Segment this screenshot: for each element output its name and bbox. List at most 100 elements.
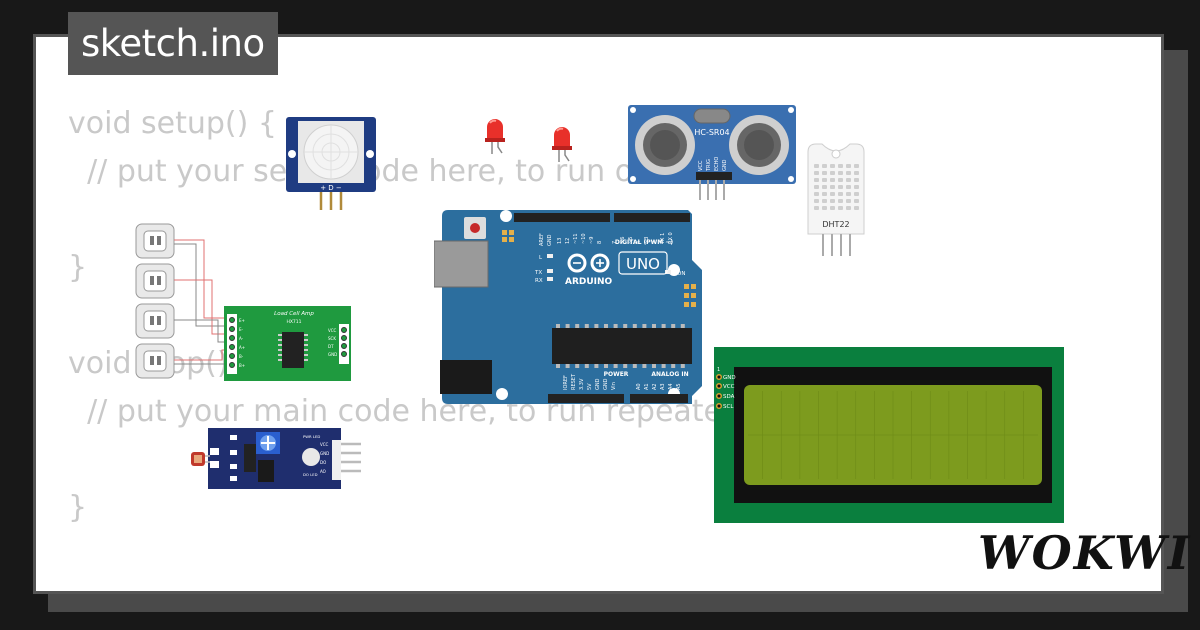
- photoresistor: [191, 452, 210, 466]
- hx711-pin: SCK: [328, 336, 336, 341]
- digital-pin-label: ~11: [573, 233, 579, 244]
- chip-leg: [652, 364, 656, 368]
- power-led-dot: [302, 448, 320, 466]
- dht-vent: [814, 178, 819, 182]
- code-line: }: [68, 490, 88, 525]
- hx711-pin: GND: [328, 352, 337, 357]
- chip-leg: [565, 364, 570, 368]
- led-red-2[interactable]: [551, 125, 573, 163]
- dht-vent: [846, 164, 851, 168]
- dht-vent: [854, 199, 859, 203]
- load-cell: [135, 263, 175, 299]
- load-cells[interactable]: [134, 222, 234, 382]
- wokwi-logo[interactable]: WOKWI: [978, 526, 1191, 580]
- ultrasonic-sensor[interactable]: HC-SR04 VCC TRIG ECHO GND: [628, 105, 798, 201]
- ldr-pin: AO: [320, 469, 326, 474]
- aref-label: AREF: [539, 233, 545, 246]
- dht-vent: [838, 171, 843, 175]
- chip-leg: [575, 324, 580, 328]
- code-line: }: [68, 250, 88, 285]
- dht-vent: [838, 206, 843, 210]
- pir-sensor[interactable]: + D −: [286, 117, 378, 212]
- arduino-logo: [567, 253, 610, 273]
- dht-label: DHT22: [822, 220, 849, 229]
- analog-pin-label: A5: [676, 383, 682, 390]
- dht22-sensor[interactable]: DHT22: [806, 142, 866, 258]
- digital-pin-label: 8: [597, 241, 603, 244]
- hx711-title: Load Cell Amp: [274, 311, 314, 317]
- chip-leg: [594, 364, 599, 368]
- lcd-pin: SDA: [723, 394, 735, 400]
- chip-leg: [680, 324, 685, 328]
- hx711-pin: B-: [239, 354, 244, 359]
- dht-vent: [822, 171, 827, 175]
- digital-header-1: [514, 213, 610, 222]
- lcd-1602[interactable]: 1 GND VCC SDA SCL: [714, 347, 1065, 524]
- dht-vent: [846, 206, 851, 210]
- pin-trig: TRIG: [706, 159, 712, 172]
- code-line: [68, 436, 775, 484]
- lcd-pin: GND: [723, 375, 736, 381]
- hx711-pin: E-: [239, 327, 244, 332]
- dht-vent: [854, 178, 859, 182]
- dht-vent: [814, 206, 819, 210]
- on-label: ON: [677, 271, 685, 277]
- dht-vent: [838, 164, 843, 168]
- power-label: POWER: [604, 371, 629, 378]
- dht-vent: [846, 185, 851, 189]
- hx711-module[interactable]: Load Cell Amp HX711 E+ E- A- A+ B- B+ VC…: [224, 306, 352, 382]
- digital-label: DIGITAL (PWM ~): [615, 239, 673, 246]
- dht-vent: [830, 185, 835, 189]
- power-pin-label: Vin: [611, 382, 617, 390]
- ldr-module[interactable]: PWR LED DO LED VCC GND DO AO: [190, 428, 362, 490]
- chip-leg: [671, 324, 676, 328]
- dht-vent: [846, 178, 851, 182]
- analog-pin-label: A1: [644, 383, 650, 390]
- analog-pin-label: A0: [636, 383, 642, 390]
- dht-vent: [854, 164, 859, 168]
- dht-vent: [854, 206, 859, 210]
- chip-leg: [613, 324, 618, 328]
- chip-leg: [584, 324, 589, 328]
- hx711-label: HX711: [286, 319, 301, 325]
- chip-leg: [623, 364, 628, 368]
- chip-leg: [642, 324, 647, 328]
- dht-vent: [846, 171, 851, 175]
- power-jack: [440, 360, 492, 394]
- file-tab[interactable]: sketch.ino: [68, 12, 278, 75]
- pin-echo: ECHO: [714, 157, 720, 171]
- chip-leg: [604, 364, 608, 368]
- led-red-1[interactable]: [484, 117, 506, 155]
- ldr-pin: DO: [320, 460, 326, 465]
- dht-vent: [814, 171, 819, 175]
- dht-vent: [838, 185, 843, 189]
- power-header: [548, 394, 624, 403]
- chip-leg: [671, 364, 676, 368]
- chip-leg: [623, 324, 628, 328]
- digital-pin-label: RX 0: [668, 232, 674, 244]
- analog-label: ANALOG IN: [651, 371, 688, 378]
- dht-vent: [814, 192, 819, 196]
- do-led-label: DO LED: [303, 472, 318, 477]
- hx711-pin: B+: [239, 363, 245, 368]
- dht-vent: [854, 192, 859, 196]
- analog-pin-label: A2: [652, 383, 658, 390]
- digital-pin-label: 4: [636, 241, 642, 244]
- dht-vent: [830, 178, 835, 182]
- dht-vent: [814, 164, 819, 168]
- hx711-pin: VCC: [328, 328, 337, 333]
- dht-vent-grid: [814, 164, 859, 210]
- dht-vent: [830, 192, 835, 196]
- dht-vent: [838, 178, 843, 182]
- pin-vcc: VCC: [698, 160, 704, 171]
- dht-vent: [814, 199, 819, 203]
- lcd-pin: VCC: [723, 384, 735, 390]
- chip-leg: [613, 364, 618, 368]
- digital-pin-label: 12: [565, 238, 571, 244]
- lcd-pin-index: 1: [717, 367, 720, 373]
- dht-vent: [854, 185, 859, 189]
- chip-leg: [680, 364, 685, 368]
